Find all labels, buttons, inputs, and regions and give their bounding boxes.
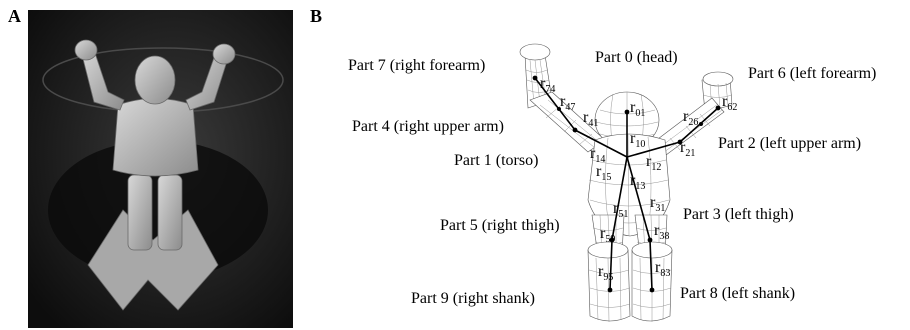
- joint-left-knee: [648, 238, 653, 243]
- part-8-label: Part 8 (left shank): [680, 285, 795, 302]
- joint-right-shoulder: [573, 128, 578, 133]
- figurine-torso: [113, 99, 198, 177]
- figurine-right-leg: [128, 175, 152, 250]
- joint-left-foot: [650, 288, 655, 293]
- part-4-label: Part 4 (right upper arm): [352, 118, 504, 135]
- part-9-label: Part 9 (right shank): [411, 290, 535, 307]
- part-6-label: Part 6 (left forearm): [748, 65, 876, 82]
- figurine-photo: [28, 10, 293, 328]
- joint-left-hand: [716, 106, 721, 111]
- body-model-schematic: Part 0 (head) Part 1 (torso) Part 2 (lef…: [330, 0, 910, 330]
- joint-left-elbow-a: [699, 122, 703, 126]
- part-2-label: Part 2 (left upper arm): [718, 135, 861, 152]
- figurine-head: [135, 56, 175, 104]
- figurine-left-fist: [213, 44, 235, 64]
- panel-b-letter: B: [310, 6, 322, 27]
- part-0-label: Part 0 (head): [595, 49, 678, 66]
- part-5-label: Part 5 (right thigh): [440, 217, 560, 234]
- figurine-left-leg: [158, 175, 182, 250]
- joint-right-foot: [608, 288, 613, 293]
- joint-head: [625, 110, 630, 115]
- panel-a-letter: A: [8, 6, 21, 27]
- figurine-right-fist: [75, 40, 97, 60]
- joint-right-hand: [533, 76, 538, 81]
- part-3-label: Part 3 (left thigh): [683, 206, 794, 223]
- vector-r21-label: r21: [680, 139, 695, 159]
- part-1-label: Part 1 (torso): [454, 152, 538, 169]
- part-7-label: Part 7 (right forearm): [348, 57, 485, 74]
